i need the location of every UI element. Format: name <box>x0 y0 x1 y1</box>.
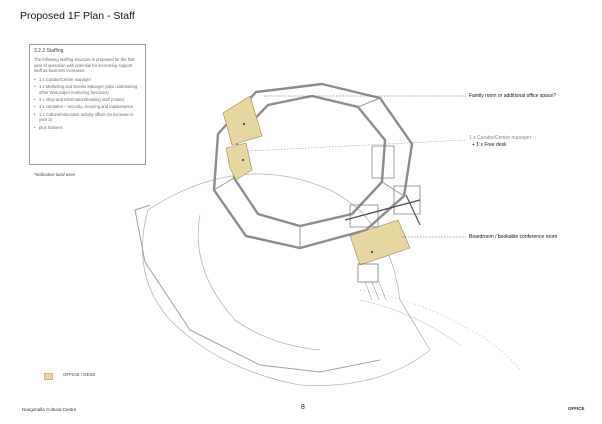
door-mark <box>241 158 245 162</box>
inner-ring <box>232 94 387 228</box>
staffing-intro: The following staffing structure is prop… <box>34 57 135 74</box>
callout-family-room: Family room or additional office space? <box>469 93 556 99</box>
ramp-curve-2 <box>359 299 461 346</box>
radial-wall <box>357 97 381 108</box>
service-block <box>349 204 379 228</box>
callout-curator-line1: 1 x Curator/Centre manager <box>469 135 532 141</box>
stair-line <box>371 281 380 301</box>
land-use-note: *Indicative land uses <box>34 172 76 177</box>
staffing-item: 3 x shop and information/booking staff (… <box>34 97 141 103</box>
page-title: Proposed 1F Plan - Staff <box>20 10 135 22</box>
staffing-item: 1 x Curator/Centre manager <box>34 77 141 83</box>
outer-curve-wall <box>142 173 431 386</box>
outer-curve-wall-2 <box>134 204 381 373</box>
lift-box <box>357 263 379 283</box>
callout-boardroom: Boardroom / bookable conference room <box>469 234 558 240</box>
service-block <box>371 145 395 179</box>
staffing-panel: 3.2.2 Staffing The following staffing st… <box>29 44 146 165</box>
legend-label: OFFICE / DESK <box>63 372 96 377</box>
door-mark <box>242 122 246 126</box>
door-mark <box>370 250 374 254</box>
staffing-item: plus trainees <box>34 125 141 131</box>
radial-wall <box>381 181 405 197</box>
footer-left: Nangonalla Cultural Centre <box>22 407 77 412</box>
office-curator <box>225 142 253 181</box>
legend-swatch <box>44 373 53 380</box>
staffing-item: 1 x Marketing and Events Manager (also u… <box>34 84 141 95</box>
page-number: 8 <box>301 404 305 411</box>
staffing-heading: 3.2.2 Staffing <box>34 48 64 54</box>
ramp-curve <box>359 289 521 371</box>
inner-curve-wall <box>197 214 321 351</box>
service-wall <box>344 199 421 221</box>
office-boardroom <box>349 219 411 266</box>
staffing-list: 1 x Curator/Centre manager 1 x Marketing… <box>34 77 141 131</box>
leader-curator <box>247 139 467 152</box>
stair-line <box>364 281 373 301</box>
callout-curator-line2: + 1 x Free desk <box>472 142 507 148</box>
footer-right: OFFICE <box>568 406 585 411</box>
staffing-item: 1 x caretaker – security, cleaning and m… <box>34 104 141 110</box>
office-family-room <box>222 95 263 146</box>
service-wall <box>405 194 421 226</box>
staffing-item: 1 x Cultural/education activity officer … <box>34 112 141 123</box>
stair-line <box>378 281 387 301</box>
radial-wall <box>213 177 235 191</box>
